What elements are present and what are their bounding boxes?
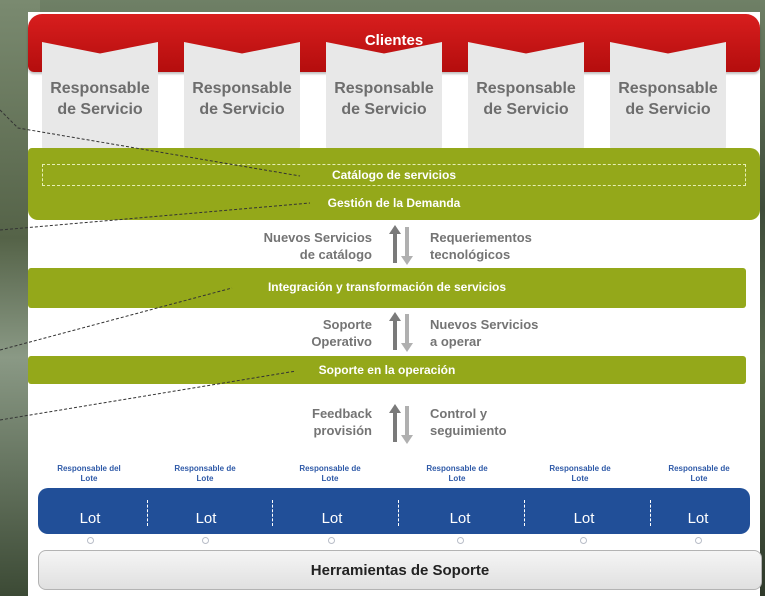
herramientas-soporte-bar: Herramientas de Soporte (38, 550, 762, 590)
integracion-label: Integración y transformación de servicio… (267, 280, 507, 294)
lot-label-6: Lot (687, 510, 709, 527)
leader-line-integracion (0, 287, 233, 351)
demanda-label: Gestión de la Demanda (327, 196, 461, 210)
lot-responsable-label: Responsable del Lote (57, 464, 121, 483)
catalog-demand-block (28, 148, 760, 220)
flow2-left-text: Soporte Operativo (311, 317, 372, 349)
flow3-left-text: Feedback provisión (312, 406, 372, 438)
leader-line-soporte (0, 370, 297, 421)
bidirectional-arrows-icon (389, 404, 413, 444)
lot-connector-dot (695, 537, 702, 544)
responsable-servicio-label: Responsable de Servicio (334, 80, 434, 118)
lot-label-2: Lot (195, 510, 217, 527)
catalogo-label: Catálogo de servicios (331, 168, 457, 182)
lot-divider (650, 500, 651, 526)
soporte-operacion-bar (28, 356, 746, 384)
soporte-operacion-label: Soporte en la operación (318, 363, 456, 377)
lot-band (38, 488, 750, 534)
responsable-servicio-5: Responsable de Servicio (610, 42, 726, 157)
flow1-left-text: Nuevos Servicios de catálogo (263, 230, 372, 262)
lot-responsable-label: Responsable de Lote (549, 464, 611, 483)
responsable-servicio-3: Responsable de Servicio (326, 42, 442, 157)
lot-divider (398, 500, 399, 526)
lot-responsable-label: Responsable de Lote (426, 464, 488, 483)
responsable-servicio-1: Responsable de Servicio (42, 42, 158, 157)
lot-connector-dot (580, 537, 587, 544)
flow2-right-text: Nuevos Servicios a operar (430, 317, 539, 349)
responsable-servicio-label: Responsable de Servicio (618, 80, 718, 118)
bidirectional-arrows-icon (389, 312, 413, 352)
lot-responsable-label: Responsable de Lote (668, 464, 730, 483)
lot-label-1: Lot (79, 510, 101, 527)
lot-divider (524, 500, 525, 526)
lot-label-5: Lot (573, 510, 595, 527)
flow3-right-text: Control y seguimiento (430, 406, 507, 438)
flow1-right-text: Requeriementos tecnológicos (430, 230, 532, 262)
leader-line-catalogo (0, 109, 301, 177)
responsable-servicio-label: Responsable de Servicio (192, 80, 292, 118)
lot-label-3: Lot (321, 510, 343, 527)
integracion-bar (28, 268, 746, 308)
lot-connector-dot (457, 537, 464, 544)
lot-divider (147, 500, 148, 526)
lot-divider (272, 500, 273, 526)
lot-responsable-label: Responsable de Lote (299, 464, 361, 483)
responsable-servicio-label: Responsable de Servicio (476, 80, 576, 118)
herramientas-soporte-label: Herramientas de Soporte (310, 562, 490, 579)
catalogo-box (42, 164, 746, 186)
bidirectional-arrows-icon (389, 225, 413, 265)
clientes-label: Clientes (364, 32, 424, 49)
responsable-servicio-2: Responsable de Servicio (184, 42, 300, 157)
responsable-servicio-label: Responsable de Servicio (50, 80, 150, 118)
lot-connector-dot (328, 537, 335, 544)
leader-line-demanda (0, 202, 311, 231)
lot-connector-dot (202, 537, 209, 544)
lot-responsable-label: Responsable de Lote (174, 464, 236, 483)
lot-connector-dot (87, 537, 94, 544)
lot-label-4: Lot (449, 510, 471, 527)
responsable-servicio-4: Responsable de Servicio (468, 42, 584, 157)
